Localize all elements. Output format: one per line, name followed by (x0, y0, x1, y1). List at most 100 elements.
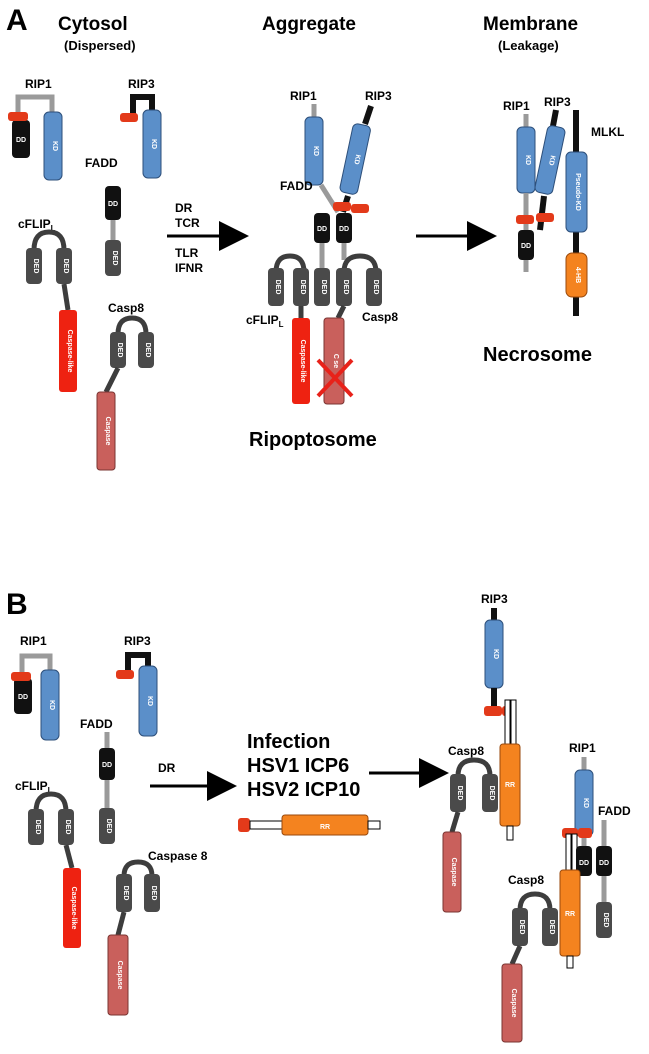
dd-label: DD (16, 137, 26, 144)
label-ripoptosome: Ripoptosome (249, 429, 377, 451)
label-rip1: RIP1 (20, 634, 47, 648)
dd-label: DD (108, 201, 118, 208)
kd-label: KD (146, 696, 153, 706)
four-hb-label: 4-HB (574, 267, 581, 283)
dd-label: DD (317, 226, 327, 233)
dd-label: DD (339, 226, 349, 233)
ded-label: DED (34, 820, 41, 835)
label-fadd: FADD (598, 804, 631, 818)
ded-label: DED (456, 786, 463, 801)
kd-label: KD (582, 798, 589, 808)
rr-label: RR (565, 911, 575, 918)
caspase-label: Caspase (104, 417, 111, 446)
a-stimulus-arrow: DR TCR TLR IFNR (167, 201, 249, 275)
caspase-like-domain (292, 318, 310, 404)
ded-label: DED (274, 280, 281, 295)
caspase-domain (107, 934, 129, 1016)
caspase-domain (442, 831, 462, 913)
ded-domain (99, 808, 115, 844)
kd-domain (534, 125, 566, 195)
kd-domain (142, 109, 162, 179)
ded-label: DED (122, 886, 129, 901)
b-complex-rip3-casp8: RIP3 KD RR Casp8 DED DED Caspase (442, 592, 521, 913)
panel-a-letter: A (6, 4, 28, 37)
label-hsv1-icp6: HSV1 ICP6 (247, 755, 349, 777)
caspase-like-domain (63, 868, 81, 948)
kd-domain (138, 665, 158, 737)
header-aggregate: Aggregate (262, 14, 356, 35)
label-necrosome: Necrosome (483, 344, 592, 366)
stimulus-dr: DR (175, 201, 193, 215)
inhibition-cross (316, 358, 354, 398)
kd-label: KD (312, 146, 319, 156)
caspase-like-label: Caspase-like (299, 340, 306, 383)
dd-domain (314, 213, 330, 243)
stimulus-dr: DR (158, 761, 176, 775)
label-fadd: FADD (85, 156, 118, 170)
rhim-motif (516, 215, 534, 224)
stimulus-ifnr: IFNR (175, 261, 203, 275)
ded-domain (268, 268, 284, 306)
ded-domain (26, 248, 42, 284)
label-rip3: RIP3 (544, 95, 571, 109)
a-cytosol-cflip: cFLIPL DED DED Caspase-like (18, 217, 77, 392)
ded-domain (512, 908, 528, 946)
rhim-motif (351, 204, 369, 213)
dd-domain (14, 678, 32, 714)
dd-label: DD (102, 762, 112, 769)
label-casp8: Casp8 (362, 310, 398, 324)
kd-label: KD (51, 141, 58, 151)
kd-label: KD (492, 649, 499, 659)
pseudo-kd-domain (565, 151, 588, 233)
label-caspase8: Caspase 8 (148, 849, 208, 863)
a-cytosol-fadd: FADD DD DED (85, 156, 121, 276)
ded-label: DED (548, 920, 555, 935)
four-hb-domain (565, 252, 588, 298)
label-cflip: cFLIPL (18, 217, 56, 233)
caspase-label: Caspase (510, 989, 517, 1018)
ded-label: DED (105, 819, 112, 834)
label-rip3: RIP3 (124, 634, 151, 648)
label-fadd: FADD (280, 179, 313, 193)
ded-domain (596, 902, 612, 938)
a-aggregate-ripoptosome: RIP1 RIP3 KD KD FADD DD DD DED DED DED (246, 89, 398, 451)
rhim-motif (120, 113, 138, 122)
ded-domain (144, 874, 160, 912)
free-rr-protein: RR (238, 814, 381, 836)
dd-domain (576, 846, 592, 876)
b-cytosol-cflip: cFLIPL DED DED Caspase-like (15, 779, 81, 948)
a-cytosol-rip3: RIP3 KD (120, 77, 162, 179)
dd-domain (99, 748, 115, 780)
ded-domain (58, 809, 74, 845)
kd-domain (339, 123, 371, 195)
dd-domain (12, 120, 30, 158)
label-rip3: RIP3 (481, 592, 508, 606)
dd-domain (518, 230, 534, 260)
a-membrane-necrosome: RIP1 RIP3 MLKL KD DD KD Pseudo-KD 4-HB N… (483, 95, 624, 366)
dd-domain (596, 846, 612, 876)
ded-domain (336, 268, 352, 306)
ded-domain (56, 248, 72, 284)
rhim-motif (484, 706, 502, 716)
a-cytosol-rip1: RIP1 DD KD (8, 77, 63, 181)
ded-domain (116, 874, 132, 912)
label-infection: Infection (247, 731, 330, 753)
label-hsv2-icp10: HSV2 ICP10 (247, 779, 360, 801)
caspase-like-label: Caspase-like (70, 887, 77, 930)
ded-domain (366, 268, 382, 306)
ded-label: DED (372, 280, 379, 295)
label-rip1: RIP1 (25, 77, 52, 91)
infection-block: Infection HSV1 ICP6 HSV2 ICP10 (247, 731, 449, 801)
kd-label: KD (547, 155, 556, 166)
ded-label: DED (602, 913, 609, 928)
header-cytosol: Cytosol (58, 14, 128, 35)
kd-label: KD (48, 700, 55, 710)
b-cytosol-fadd: FADD DD DED (80, 717, 115, 844)
b-cytosol-caspase8: Caspase 8 DED DED Caspase (107, 849, 208, 1016)
ded-label: DED (144, 343, 151, 358)
b-cytosol-rip3: RIP3 KD (116, 634, 158, 737)
caspase-domain (96, 391, 116, 471)
panel-b-letter: B (6, 588, 28, 621)
